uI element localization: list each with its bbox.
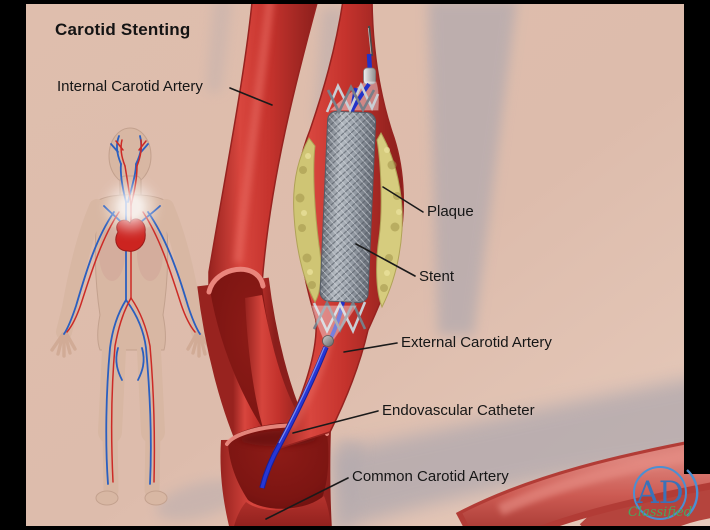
background-arteries: [455, 436, 710, 530]
logo-caption: Classified: [628, 505, 692, 520]
logo-arc: [686, 469, 699, 517]
catheter-bead: [322, 335, 334, 347]
stent-mesh-flare-top: [325, 81, 380, 115]
watermark-logo: AD Classified: [628, 466, 699, 520]
logo-circle: [633, 466, 687, 520]
endovascular-catheter-shaft: [259, 345, 329, 489]
label-stent: Stent: [419, 268, 455, 285]
plaque-deposit: [293, 131, 403, 309]
common-carotid-front-wall: [233, 496, 331, 530]
body-figure: [50, 127, 213, 506]
page-title: Carotid Stenting: [55, 20, 191, 39]
label-endovascular-catheter: Endovascular Catheter: [382, 402, 535, 419]
label-pointer-lines: [229, 87, 424, 520]
neck-highlight-core: [118, 194, 144, 220]
label-external-carotid-artery: External Carotid Artery: [401, 334, 552, 351]
catheter-collar: [363, 67, 376, 85]
label-plaque: Plaque: [427, 203, 474, 220]
stent-device: [311, 81, 380, 347]
logo-monogram: AD: [635, 475, 683, 511]
label-common-carotid-artery: Common Carotid Artery: [352, 468, 509, 485]
label-internal-carotid-artery: Internal Carotid Artery: [57, 78, 203, 95]
stent-mesh-flare-bottom: [312, 299, 367, 335]
